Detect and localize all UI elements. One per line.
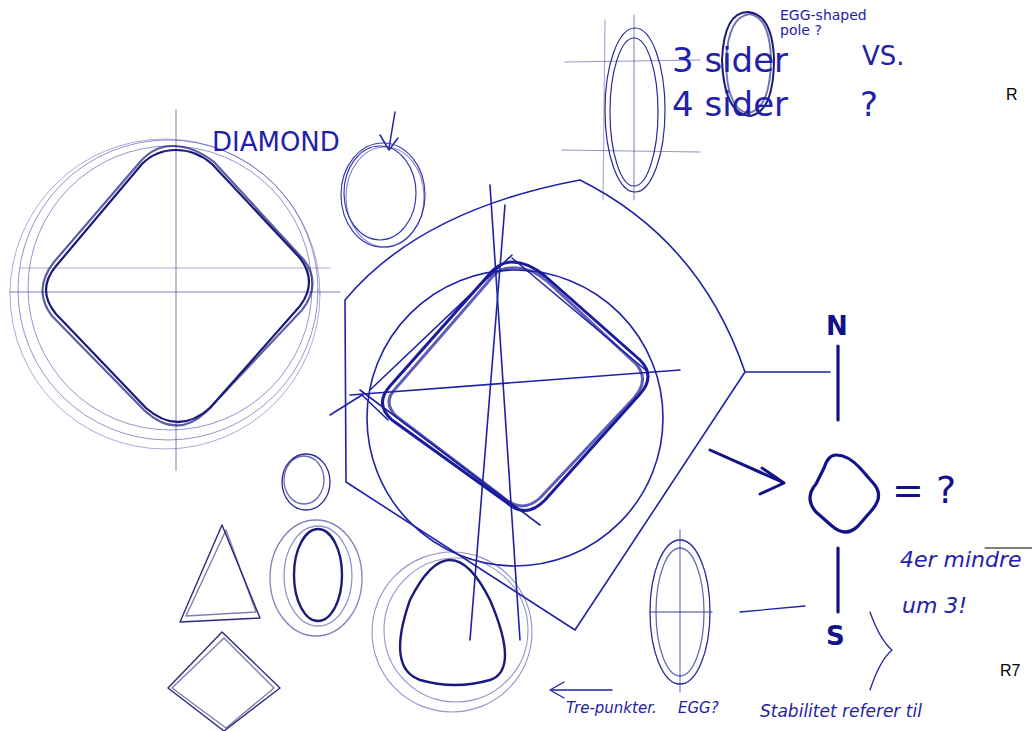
shape-label: Tre-punkter. — [566, 700, 657, 717]
edge-mark: R7 — [1000, 662, 1020, 680]
shape-label: EGG? — [678, 700, 719, 717]
note-text: = ? — [892, 470, 956, 512]
compass-letter: S — [826, 622, 845, 651]
shape-label: DIAMOND — [212, 128, 340, 157]
note-text: Stabilitet referer til — [760, 702, 922, 721]
note-text: 4 sider — [672, 86, 788, 123]
note-text: ? — [860, 86, 878, 123]
compass-letter: N — [826, 312, 848, 341]
note-text: 3 sider — [672, 42, 788, 79]
edge-mark: R — [1006, 86, 1018, 104]
note-text: 4er mindre — [900, 548, 1022, 572]
note-text: EGG-shaped pole ? — [780, 8, 870, 39]
note-text: VS. — [862, 42, 905, 71]
note-text: um 3! — [902, 594, 967, 618]
